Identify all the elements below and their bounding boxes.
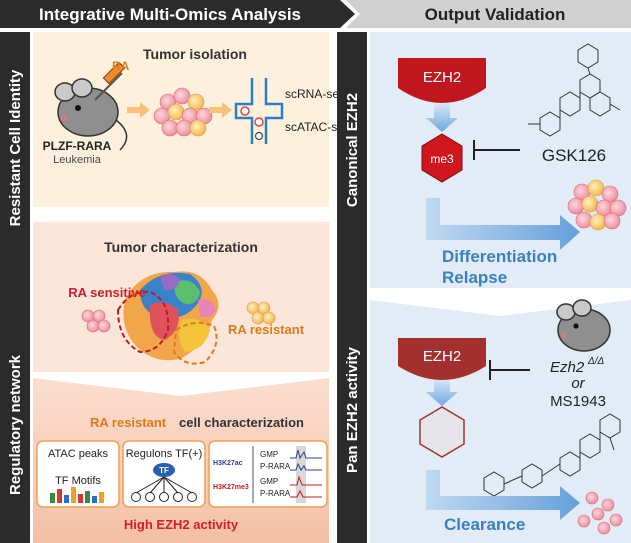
peak-tracks-icon [290, 449, 322, 498]
ms1943-label: MS1943 [550, 393, 606, 410]
track-gmp-2: GMP [260, 477, 278, 486]
me3-label: me3 [430, 152, 454, 166]
ra-resistant-label: RA resistant [228, 322, 305, 337]
tf-motifs-label: TF Motifs [55, 475, 101, 487]
arrow-to-clearance [426, 470, 580, 520]
ezh2-pan-shape [398, 338, 486, 380]
gsk126-label: GSK126 [542, 146, 606, 165]
header-right-title: Output Validation [425, 5, 566, 24]
chevron-2 [33, 372, 329, 396]
atac-peaks-box: ATAC peaks TF Motifs [36, 440, 120, 508]
cleared-cells-icon [577, 491, 623, 535]
clearance-label: Clearance [444, 515, 525, 534]
differentiation-label: Differentiation [442, 247, 557, 266]
track-gmp-1: GMP [260, 450, 278, 459]
tumor-characterization-title: Tumor characterization [104, 239, 258, 255]
cell-char-title-rest: cell characterization [179, 415, 304, 430]
label-pan-ezh2-activity: Pan EZH2 activity [344, 346, 361, 473]
high-ezh2-activity-label: High EZH2 activity [124, 517, 239, 532]
tf-node-label: TF [159, 466, 169, 475]
label-regulatory-network: Regulatory network [7, 354, 24, 495]
label-resistant-cell-identity: Resistant Cell Identity [7, 69, 24, 226]
ezh2-canonical-shape [398, 58, 486, 103]
track-prara-2: P-RARA [260, 489, 291, 498]
atac-peaks-label: ATAC peaks [48, 448, 109, 460]
panel-output-validation [370, 32, 631, 543]
arrow-down-canonical [426, 104, 458, 132]
h3k27me3-label: H3K27me3 [213, 484, 249, 491]
header-left: Integrative Multi-Omics Analysis [0, 0, 355, 28]
cell-char-title-highlight: RA resistant [90, 415, 167, 430]
tumor-cluster-icon [153, 87, 213, 137]
assay-scatac-label: scATAC-seq [285, 120, 351, 134]
header-left-title: Integrative Multi-Omics Analysis [39, 5, 301, 24]
ezh2-pan-label: EZH2 [423, 348, 461, 365]
mouse-icon-right [556, 299, 611, 352]
empty-hexagon [419, 406, 465, 458]
regulon-network-icon [131, 476, 197, 502]
header-right-band [346, 0, 631, 28]
differentiated-cells-icon [567, 179, 627, 231]
label-canonical-ezh2: Canonical EZH2 [344, 93, 361, 207]
disease-label: Leukemia [53, 154, 102, 166]
arrow-to-differentiation [426, 198, 580, 250]
tumor-isolation-title: Tumor isolation [143, 46, 247, 62]
h3k27ac-label: H3K27ac [213, 460, 243, 467]
left-side-bar [0, 32, 30, 543]
arrow-down-pan [426, 380, 458, 406]
highlight-region [296, 446, 306, 503]
relapse-label: Relapse [442, 268, 507, 287]
tf-node-icon [153, 463, 175, 477]
ra-sensitive-label: RA sensitive [68, 285, 146, 300]
ms1943-structure-icon [483, 413, 621, 497]
ezh2-genotype-superscript: Δ/Δ [587, 356, 604, 367]
ezh2-canonical-label: EZH2 [423, 69, 461, 86]
right-side-bar [337, 32, 367, 543]
header-right: Output Validation [346, 0, 631, 28]
syringe-icon [94, 61, 126, 101]
resistant-cells-icon [246, 301, 276, 325]
ezh2-genotype-label: Ezh2 [550, 359, 585, 376]
drug-label: RA [112, 59, 130, 73]
arrow-to-microfluidics [209, 102, 232, 118]
or-label: or [571, 375, 585, 392]
gsk126-structure-icon [528, 43, 621, 137]
mouse-model-label: PLZF-RARA [43, 139, 112, 153]
sensitive-cluster-outline [116, 290, 170, 354]
umap-cluster-plot [123, 271, 219, 361]
microfluidic-chip-icon [234, 78, 284, 144]
mouse-icon [54, 78, 128, 151]
sensitive-cells-icon [81, 309, 111, 333]
resistant-cluster-outline [172, 321, 218, 365]
histone-tracks-box: H3K27ac H3K27me3 GMP P-RARA GMP P-RARA [208, 440, 328, 508]
header-left-band [0, 0, 355, 28]
regulons-box: Regulons TF(+) TF [122, 440, 206, 508]
motif-logo-icon [50, 487, 104, 503]
assay-scrna-label: scRNA-seq [285, 87, 346, 101]
track-prara-1: P-RARA [260, 462, 291, 471]
arrow-to-tumor [127, 102, 150, 118]
regulons-label: Regulons TF(+) [126, 448, 203, 460]
me3-hexagon [421, 133, 463, 183]
chevron-right [370, 288, 631, 316]
